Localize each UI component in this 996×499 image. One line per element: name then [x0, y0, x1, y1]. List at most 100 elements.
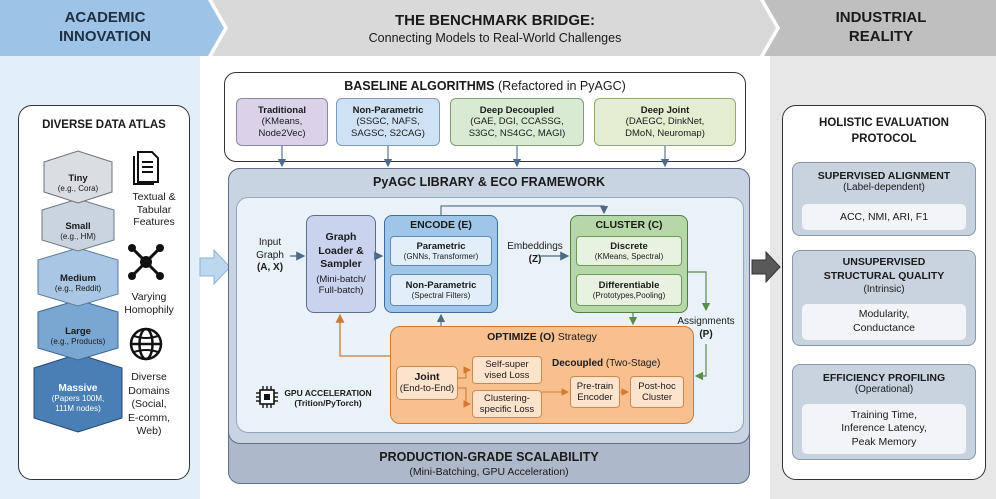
eval-unsupervised-item1: Modularity,	[858, 308, 910, 321]
baseline-deep-joint-name: Deep Joint	[640, 104, 690, 116]
embeddings-text: Embeddings	[507, 241, 563, 252]
eval-efficiency-item2: Inference Latency,	[841, 422, 927, 435]
eval-efficiency-item3: Peak Memory	[851, 435, 917, 448]
eval-supervised-head: SUPERVISED ALIGNMENT (Label-dependent)	[792, 166, 976, 196]
baseline-traditional-name: Traditional	[257, 104, 307, 116]
tier-medium-name: Medium	[60, 272, 96, 284]
evaluation-title: HOLISTIC EVALUATION PROTOCOL	[782, 114, 986, 150]
joint-to-cls-arrow	[458, 387, 472, 408]
pretrain-line2: Encoder	[577, 392, 613, 403]
data-atlas-title: DIVERSE DATA ATLAS	[42, 119, 166, 131]
tier-tiny-example: (e.g., Cora)	[57, 183, 99, 193]
bridge-header-arrow	[212, 0, 776, 56]
feature-homophily-line2: Homophily	[124, 304, 174, 316]
evaluation-title-2: PROTOCOL	[851, 133, 917, 145]
header-bridge: THE BENCHMARK BRIDGE: Connecting Models …	[230, 6, 760, 50]
optimize-title: OPTIMIZE (O) Strategy	[390, 331, 694, 343]
header-bridge-title: THE BENCHMARK BRIDGE:	[395, 11, 595, 29]
encode-parametric-name: Parametric	[416, 240, 466, 252]
cluster-discrete-sub: (KMeans, Spectral)	[594, 252, 664, 262]
header-arrows	[0, 0, 996, 56]
baseline-deep-joint-item2: DMoN, Neuromap)	[625, 127, 705, 139]
feature-homophily-line1: Varying	[131, 290, 167, 303]
industrial-header-arrow	[764, 0, 996, 56]
tier-massive-example2: 111M nodes)	[55, 403, 101, 413]
baseline-deep-decoupled-item1: (GAE, DGI, CCASSG,	[470, 116, 564, 128]
input-graph-line2: Graph	[256, 249, 284, 261]
header-industrial-line2: REALITY	[848, 28, 914, 45]
eval-unsupervised-metrics: Modularity, Conductance	[802, 304, 966, 340]
header-academic-line1: ACADEMIC	[64, 9, 146, 27]
encode-nonparametric-sub: (Spectral Filters)	[411, 291, 471, 301]
posthoc-line2: Cluster	[641, 392, 673, 403]
gpu-title: GPU ACCELERATION	[284, 388, 372, 398]
cluster-differentiable-name: Differentiable	[598, 279, 660, 291]
baseline-deep-decoupled: Deep Decoupled (GAE, DGI, CCASSG, S3GC, …	[450, 98, 584, 146]
cluster-differentiable-sub: (Prototypes,Pooling)	[592, 291, 666, 301]
loss-self-supervised: Self-super vised Loss	[472, 356, 542, 384]
optimize-title-bold: OPTIMIZE (O)	[487, 331, 555, 343]
feature-textual-line2: Tabular	[136, 203, 172, 216]
loss-ssl-line2: vised Loss	[484, 370, 530, 381]
academic-header-arrow	[0, 0, 224, 56]
framework-to-evaluation-arrow	[751, 250, 781, 284]
loader-sub-1: (Mini-batch/	[316, 273, 366, 285]
gpu-acceleration-label: GPU ACCELERATION (Trition/PyTorch)	[280, 384, 376, 412]
cluster-discrete-name: Discrete	[610, 240, 648, 252]
gpu-chip-icon	[256, 386, 278, 408]
joint-to-ssl-arrow	[458, 366, 472, 379]
framework-title: PyAGC LIBRARY & ECO FRAMEWORK	[373, 175, 605, 189]
feature-textual-line3: Features	[133, 216, 175, 229]
eval-efficiency-metrics: Training Time, Inference Latency, Peak M…	[802, 404, 966, 454]
eval-supervised-sub: (Label-dependent)	[843, 181, 925, 193]
assignments-label: Assignments (P)	[670, 314, 742, 342]
header-academic: ACADEMIC INNOVATION	[0, 6, 210, 50]
cluster-differentiable: Differentiable (Prototypes,Pooling)	[576, 274, 682, 306]
header-industrial-line1: INDUSTRIAL	[835, 9, 927, 27]
document-icon	[133, 151, 159, 185]
eval-unsupervised-title-1: UNSUPERVISED	[842, 255, 926, 268]
gpu-sub: (Trition/PyTorch)	[294, 398, 362, 408]
pretrain-line1: Pre-train	[576, 380, 614, 392]
tier-large-example: (e.g., Products)	[50, 336, 106, 346]
joint-name: Joint	[414, 371, 440, 384]
scalability-label: PRODUCTION-GRADE SCALABILITY (Mini-Batch…	[228, 446, 750, 482]
data-tier-stack	[33, 150, 123, 433]
tier-massive-name: Massive	[58, 383, 98, 395]
header-academic-line2: INNOVATION	[59, 28, 151, 45]
optimize-title-rest: Strategy	[554, 331, 597, 343]
eval-efficiency-head: EFFICIENCY PROFILING (Operational)	[792, 368, 976, 398]
eval-unsupervised-sub: (Intrinsic)	[863, 284, 905, 296]
eval-supervised-title: SUPERVISED ALIGNMENT	[817, 169, 951, 182]
encode-nonparametric: Non-Parametric (Spectral Filters)	[390, 274, 492, 306]
baseline-nonparametric-name: Non-Parametric	[352, 104, 424, 116]
globe-icon	[129, 327, 163, 361]
baseline-title: BASELINE ALGORITHMS (Refactored in PyAGC…	[224, 79, 746, 93]
header-industrial: INDUSTRIAL REALITY	[776, 6, 986, 50]
cluster-title: CLUSTER (C)	[595, 219, 663, 231]
input-graph-symbol: (A, X)	[256, 262, 284, 274]
posthoc-cluster: Post-hoc Cluster	[630, 376, 684, 408]
tier-massive: Massive (Papers 100M, 111M nodes)	[36, 370, 120, 426]
header-bridge-subtitle: Connecting Models to Real-World Challeng…	[368, 30, 622, 45]
feature-textual-line1: Textual &	[132, 191, 176, 204]
baseline-deep-joint: Deep Joint (DAEGC, DinkNet, DMoN, Neurom…	[594, 98, 736, 146]
encode-title: ENCODE (E)	[410, 219, 472, 231]
baseline-deep-decoupled-name: Deep Decoupled	[479, 104, 555, 116]
posthoc-line1: Post-hoc	[638, 380, 676, 392]
graph-loader-sampler: Graph Loader & Sampler (Mini-batch/ Full…	[306, 215, 376, 313]
assignments-symbol: (P)	[699, 329, 713, 340]
network-icon	[128, 244, 164, 280]
tier-medium: Medium (e.g., Reddit)	[40, 264, 116, 302]
scalability-title: PRODUCTION-GRADE SCALABILITY	[379, 450, 599, 464]
tier-tiny: Tiny (e.g., Cora)	[44, 163, 112, 203]
atlas-to-framework-arrow	[199, 248, 231, 286]
feature-domains-line4: E-comm,	[128, 411, 170, 424]
baseline-deep-decoupled-item2: S3GC, NS4GC, MAGI)	[468, 127, 566, 139]
feature-domains: Diverse Domains (Social, E-comm, Web)	[120, 366, 178, 444]
embeddings-label: Embeddings (Z)	[498, 238, 572, 268]
loader-title-3: Sampler	[320, 257, 362, 270]
baseline-nonparametric-item2: SAGSC, S2CAG)	[351, 127, 425, 139]
decoupled-sub: (Two-Stage)	[603, 358, 661, 369]
